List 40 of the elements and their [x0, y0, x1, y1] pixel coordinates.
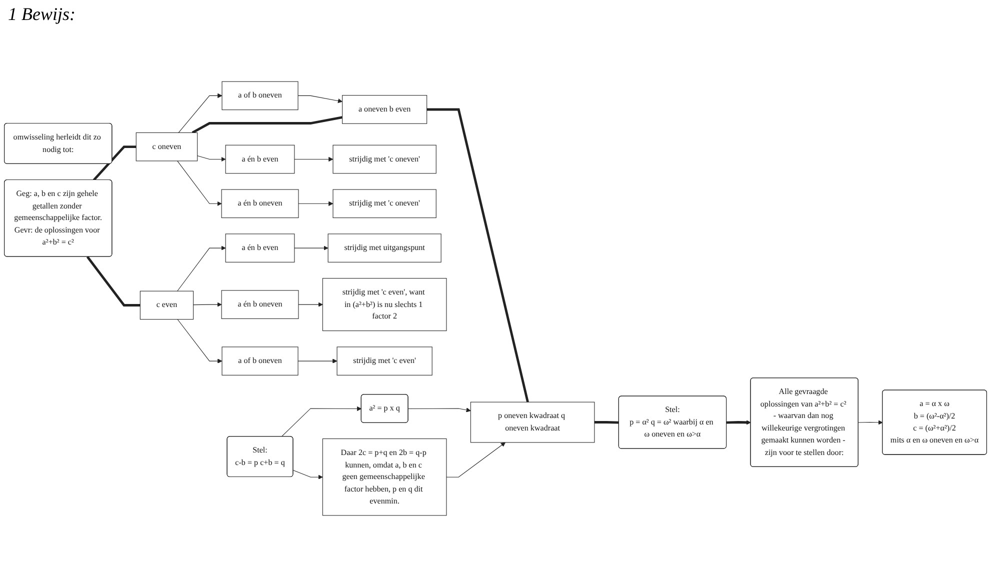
connector [92, 146, 136, 181]
arrow [292, 470, 323, 480]
node-box: a én b oneven [221, 189, 299, 218]
node-box: strijdig met 'c even' [336, 346, 432, 376]
connector [86, 256, 140, 306]
connector [192, 116, 343, 134]
arrow [446, 442, 506, 478]
arrow [298, 95, 343, 104]
connector [426, 108, 529, 402]
node-box: strijdig met 'c even', want in (a²+b²) is nu slechts 1 factor 2 [322, 278, 447, 332]
node-box: strijdig met uitgangspunt [328, 234, 442, 262]
node-box: a of b oneven [222, 81, 298, 110]
node-box: a én b even [225, 144, 295, 174]
arrow [281, 406, 362, 437]
node-box: strijdig met 'c oneven' [332, 189, 436, 218]
arrow [177, 319, 222, 364]
arrow [197, 155, 226, 162]
arrow [178, 93, 222, 133]
arrow [408, 408, 471, 412]
arrow [177, 160, 222, 206]
arrow [298, 201, 334, 206]
diagram-title: 1 Bewijs: [8, 4, 76, 25]
node-box: Daar 2c = p+q en 2b = q-p kunnen, omdat a, b en c geen gemeenschappelijke factor hebben, p en q dit evenmin. [322, 438, 447, 516]
connector [594, 421, 619, 424]
arrow [193, 302, 222, 307]
node-box: c even [140, 290, 194, 320]
node-box: a én b even [225, 234, 295, 262]
arrow [294, 246, 328, 250]
arrow [726, 420, 751, 425]
node-box: a of b oneven [222, 346, 298, 376]
node-box: strijdig met 'c oneven' [332, 144, 436, 174]
node-box: a én b oneven [221, 290, 299, 319]
arrow [298, 302, 323, 307]
node-box: a oneven b even [342, 95, 428, 124]
arrow [858, 420, 883, 425]
arrow [298, 358, 338, 364]
arrow [177, 246, 226, 292]
node-box: p oneven kwadraat q oneven kwadraat [470, 402, 595, 443]
node-box: c oneven [136, 132, 198, 162]
arrow [294, 156, 334, 162]
